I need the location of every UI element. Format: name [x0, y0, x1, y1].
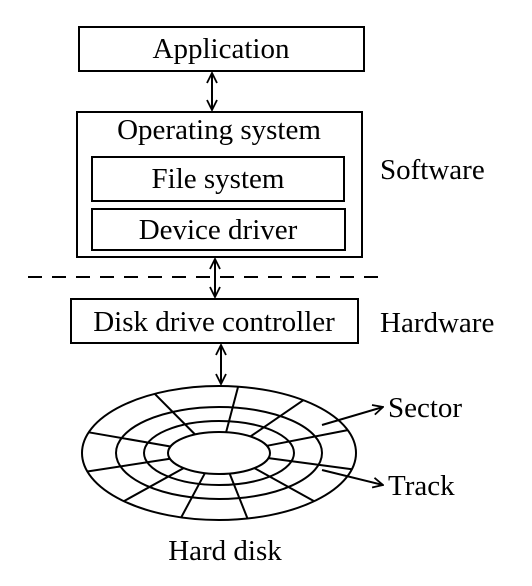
application-label: Application: [153, 33, 290, 65]
device-driver-label: Device driver: [139, 214, 298, 246]
device-driver-box: Device driver: [91, 208, 346, 251]
software-label: Software: [380, 154, 485, 186]
sector-pointer-arrow: [321, 407, 383, 426]
hard-disk-caption: Hard disk: [168, 535, 282, 567]
disk-drive-controller-label: Disk drive controller: [93, 306, 335, 338]
file-system-label: File system: [152, 163, 285, 195]
sector-divider-2: [153, 393, 196, 436]
sector-divider-9: [180, 472, 206, 518]
hard-disk-platter: [81, 385, 357, 521]
sector-divider-7: [253, 467, 315, 503]
track-label: Track: [388, 470, 455, 502]
sector-divider-5: [266, 429, 348, 447]
disk-drive-controller-box: Disk drive controller: [70, 298, 359, 344]
operating-system-label: Operating system: [117, 114, 321, 146]
sector-divider-11: [87, 457, 171, 473]
sector-divider-3: [225, 386, 240, 433]
operating-system-box: Operating system File system Device driv…: [76, 111, 363, 258]
sector-label: Sector: [388, 392, 462, 424]
sector-divider-4: [249, 399, 304, 438]
application-box: Application: [78, 26, 365, 72]
track-pointer-arrow: [321, 469, 383, 485]
sector-divider-1: [88, 431, 171, 448]
file-system-box: File system: [91, 156, 345, 202]
sector-divider-6: [268, 457, 353, 471]
sector-divider-8: [228, 473, 249, 519]
hardware-label: Hardware: [380, 307, 494, 339]
sector-divider-10: [123, 467, 185, 503]
sector-dividers: [87, 386, 353, 519]
